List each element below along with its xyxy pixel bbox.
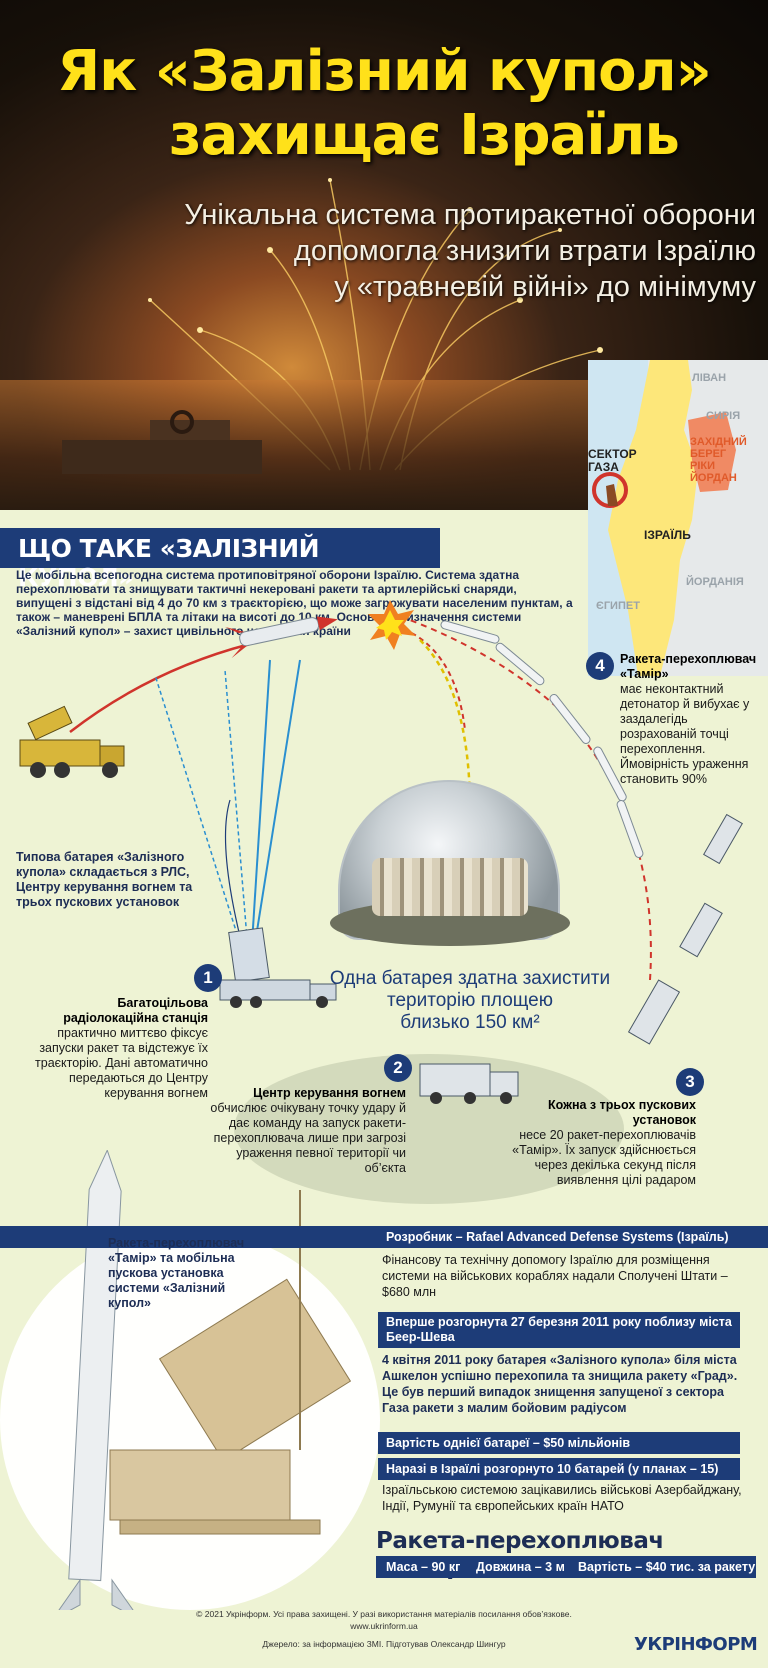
map-label-lebanon: ЛІВАН bbox=[692, 372, 727, 384]
subtitle: у «травневій війні» до мінімуму bbox=[334, 271, 756, 303]
step-4-desc: має неконтактний детонатор й вибухає у з… bbox=[620, 682, 750, 786]
radar-dish-icon bbox=[170, 410, 194, 434]
step-1-title: Багатоцільова радіолокаційна станція bbox=[63, 996, 208, 1025]
fact-developer: Розробник – Rafael Advanced Defense Syst… bbox=[378, 1226, 740, 1248]
fact-cost: Вартість однієї батареї – $50 мільйонів bbox=[378, 1432, 740, 1454]
trajectory-lines bbox=[19, 600, 743, 1104]
step-4-title: Ракета-перехоплювач «Тамір» bbox=[620, 652, 757, 681]
dome-caption-line: Одна батарея здатна захистити bbox=[329, 968, 611, 989]
fact-deployed: Наразі в Ізраїлі розгорнуто 10 батарей (… bbox=[378, 1458, 740, 1480]
launcher-icon bbox=[627, 813, 743, 1045]
section-title: ЩО ТАКЕ «ЗАЛІЗНИЙ КУПОЛ» bbox=[18, 534, 320, 592]
rocket-launcher-truck-icon bbox=[19, 705, 125, 778]
footer-source: Джерело: за інформацією ЗМІ. Підготував … bbox=[262, 1639, 506, 1649]
fact-first-deploy: Вперше розгорнута 27 березня 2011 року п… bbox=[378, 1312, 740, 1348]
battery-composition-label: Типова батарея «Залізного купола» склада… bbox=[16, 850, 193, 909]
dome-caption: Одна батарея здатна захистити територію … bbox=[320, 968, 620, 1034]
defense-diagram: Одна батарея здатна захистити територію … bbox=[0, 600, 768, 1204]
step-1-desc: практично миттєво фіксує запуски ракет т… bbox=[35, 1026, 208, 1100]
step-badge-4: 4 bbox=[586, 652, 614, 680]
spec-mass: Маса – 90 кг bbox=[386, 1560, 461, 1574]
fact-first-intercept: 4 квітня 2011 року батарея «Залізного ку… bbox=[382, 1353, 738, 1415]
dome-caption-line: близько 150 км² bbox=[400, 1012, 540, 1033]
spec-length: Довжина – 3 м bbox=[476, 1560, 565, 1574]
fact-interest: Ізраїльською системою зацікавились війсь… bbox=[382, 1483, 742, 1513]
step-badge-2: 2 bbox=[384, 1054, 412, 1082]
israel-shape bbox=[592, 360, 736, 676]
footer-site[interactable]: www.ukrinform.ua bbox=[350, 1621, 418, 1631]
hero-banner: Як «Залізний купол» захищає Ізраїль Унік… bbox=[0, 0, 768, 510]
city-under-dome bbox=[372, 858, 528, 916]
step-badge-1: 1 bbox=[194, 964, 222, 992]
map-label-egypt: ЄГИПЕТ bbox=[596, 600, 640, 612]
fact-funding: Фінансову та технічну допомогу Ізраїлю д… bbox=[382, 1253, 728, 1299]
step-2-desc: обчислює очікувану точку удару й дає ком… bbox=[210, 1101, 406, 1175]
subtitle: допомогла знизити втрати Ізраїлю bbox=[293, 235, 756, 267]
subtitle: Унікальна система протиракетної оборони bbox=[184, 199, 756, 231]
map-label-west-bank: ЗАХІДНИЙ БЕРЕГ РІКИ ЙОРДАН bbox=[690, 436, 747, 484]
step-2-text: Центр керування вогнем обчислює очікуван… bbox=[208, 1086, 406, 1176]
step-1-text: Багатоцільова радіолокаційна станція пра… bbox=[30, 996, 208, 1101]
building-silhouette bbox=[62, 440, 262, 474]
dome-caption-line: територію площею bbox=[387, 990, 553, 1011]
step-badge-3: 3 bbox=[676, 1068, 704, 1096]
step-3-title: Кожна з трьох пускових установок bbox=[547, 1098, 696, 1127]
page-title: Як «Залізний купол» bbox=[57, 39, 712, 104]
step-3-desc: несе 20 ракет-перехоплювачів «Тамір». Їх… bbox=[512, 1128, 696, 1187]
map-label-syria: СИРІЯ bbox=[706, 410, 741, 422]
step-4-text: Ракета-перехоплювач «Тамір» має неконтак… bbox=[620, 652, 760, 787]
missile-label: Ракета-перехоплювач «Тамір» та мобільна … bbox=[108, 1236, 245, 1310]
spec-price: Вартість – $40 тис. за ракету bbox=[578, 1560, 756, 1574]
footer-copyright: © 2021 Укрінформ. Усі права захищені. У … bbox=[196, 1609, 572, 1619]
map-label-gaza: СЕКТОР ГАЗА bbox=[588, 447, 637, 474]
tamir-spec-bar bbox=[376, 1556, 756, 1578]
step-3-text: Кожна з трьох пускових установок несе 20… bbox=[512, 1098, 696, 1188]
iron-dome-launcher-icon bbox=[109, 1190, 352, 1535]
tamir-illustration bbox=[0, 1150, 380, 1610]
radar-truck-icon bbox=[219, 927, 337, 1008]
footer: © 2021 Укрінформ. Усі права захищені. У … bbox=[0, 1608, 768, 1650]
rocket-icon bbox=[224, 616, 338, 659]
ukrinform-logo: УКРІНФОРМ bbox=[634, 1634, 758, 1655]
page-title-line2: захищає Ізраїль bbox=[169, 103, 680, 168]
map-label-jordan: ЙОРДАНІЯ bbox=[686, 576, 744, 588]
map-label-israel: ІЗРАЇЛЬ bbox=[644, 528, 691, 542]
section-header: ЩО ТАКЕ «ЗАЛІЗНИЙ КУПОЛ» bbox=[0, 528, 440, 592]
control-truck-icon bbox=[419, 1063, 519, 1104]
region-map: ЛІВАН СИРІЯ ЗАХІДНИЙ БЕРЕГ РІКИ ЙОРДАН С… bbox=[588, 360, 768, 676]
step-2-title: Центр керування вогнем bbox=[253, 1086, 406, 1100]
tamir-missile-icon bbox=[58, 1150, 134, 1610]
